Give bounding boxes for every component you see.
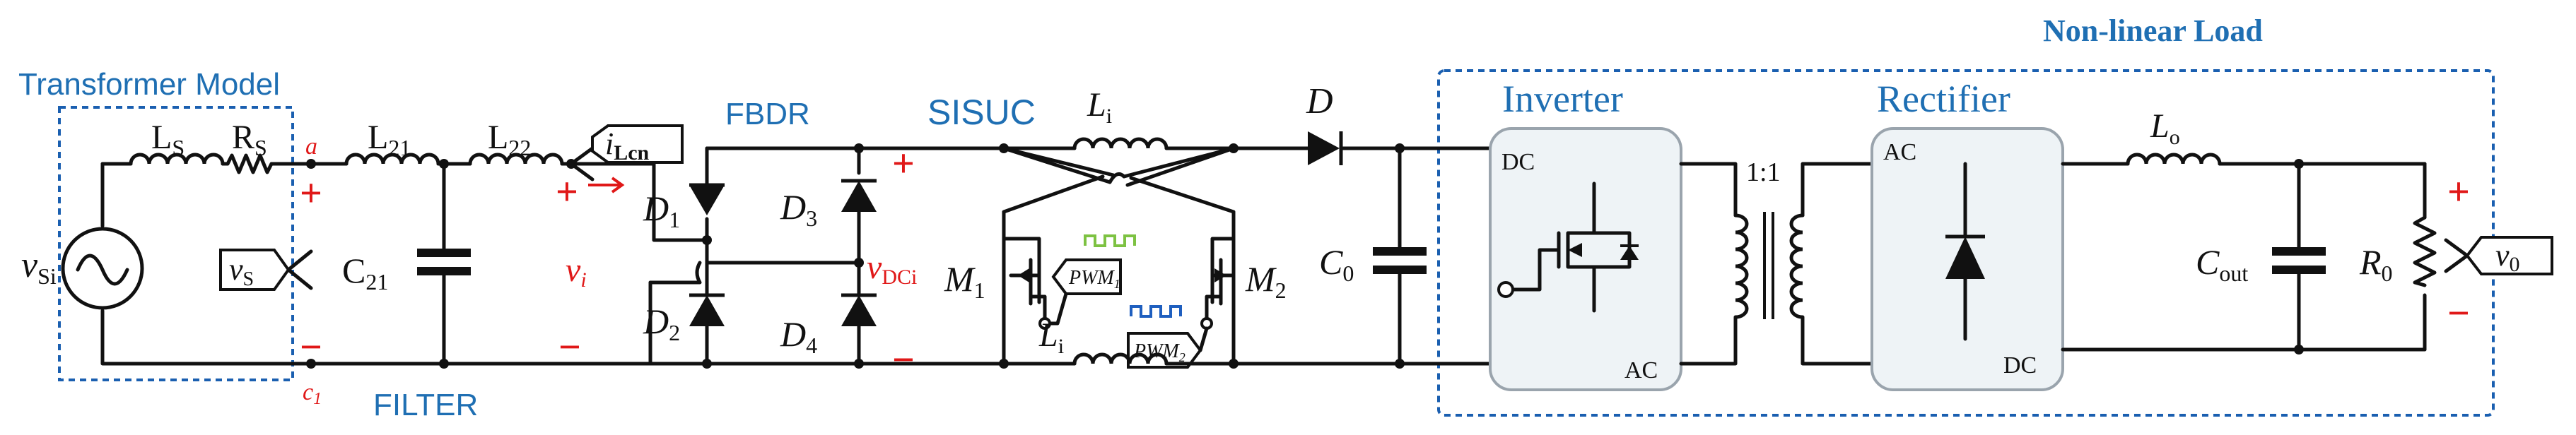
svg-text:v0: v0 (2495, 238, 2520, 276)
label-li-top: Li (1087, 86, 1112, 128)
resistor-rs (226, 153, 274, 174)
svg-text:PWM1: PWM1 (1068, 267, 1120, 291)
label-d2: D2 (643, 302, 680, 345)
minus-vdci: − (892, 338, 915, 382)
inverter-switch-icon (1497, 181, 1639, 313)
probe-ilcn: iLcn (569, 124, 684, 181)
title-fbdr: FBDR (725, 97, 810, 131)
diode-d3 (841, 181, 877, 212)
minus-vs: − (300, 326, 322, 369)
title-transformer-model: Transformer Model (18, 67, 280, 102)
title-sisuc: SISUC (927, 93, 1036, 132)
inverter-box (1489, 127, 1682, 391)
label-vsi: vSi (21, 245, 57, 289)
rectifier-ac-label: AC (1883, 139, 1916, 165)
capacitor-c21 (417, 249, 471, 257)
plus-vi: + (556, 170, 578, 214)
label-l21: L21 (368, 119, 411, 160)
label-m2: M2 (1245, 259, 1287, 303)
label-vdci: vDCi (867, 249, 917, 289)
minus-v0: − (2447, 292, 2470, 335)
inverter-dc-label: DC (1501, 149, 1535, 175)
label-rs: RS (232, 119, 267, 160)
pwm1-tag: PWM1 (1051, 234, 1136, 295)
title-rectifier: Rectifier (1877, 78, 2010, 120)
inductor-ls (129, 153, 225, 166)
label-ls: LS (151, 119, 185, 160)
minus-vi: − (558, 326, 581, 369)
title-inverter: Inverter (1502, 78, 1623, 120)
label-c0: C0 (1319, 242, 1354, 286)
label-d1: D1 (643, 189, 680, 232)
svg-text:vS: vS (229, 252, 254, 290)
label-r0: R0 (2359, 242, 2393, 286)
label-li-bottom: Li (1038, 316, 1064, 358)
diode-d1 (689, 185, 725, 215)
label-vi: vi (566, 251, 587, 292)
probe-v0: v0 (2444, 236, 2553, 276)
label-m1: M1 (944, 259, 985, 303)
rectifier-dc-label: DC (2003, 352, 2037, 379)
label-d4: D4 (780, 314, 817, 358)
svg-text:iLcn: iLcn (605, 126, 650, 165)
transformer-1to1 (1733, 212, 1805, 319)
inductor-l22 (468, 153, 564, 166)
diode-d2 (689, 295, 725, 326)
capacitor-c0 (1373, 247, 1427, 256)
transformer-ratio-label: 1:1 (1746, 157, 1781, 187)
svg-text:PWM2: PWM2 (1133, 340, 1185, 364)
non-linear-load-region (1437, 69, 2495, 417)
capacitor-cout (2272, 247, 2326, 256)
label-lo: Lo (2150, 107, 2180, 149)
inductor-li-top (1072, 137, 1169, 150)
diode-d4 (841, 295, 877, 326)
transformer-model-region (58, 106, 294, 381)
rectifier-diode-icon (1945, 162, 1985, 341)
plus-v0: + (2447, 170, 2470, 214)
plus-vs: + (300, 172, 322, 215)
label-cout: Cout (2196, 242, 2248, 286)
label-c21: C21 (342, 251, 388, 294)
inverter-ac-label: AC (1624, 357, 1658, 383)
node-a: a (305, 133, 317, 160)
probe-vs: vS (219, 249, 313, 291)
resistor-r0 (2413, 215, 2437, 287)
inductor-li-bottom (1072, 352, 1169, 366)
diode-d-out (1308, 131, 1340, 165)
inductor-l21 (344, 153, 440, 166)
label-d-out: D (1306, 81, 1333, 121)
title-filter: FILTER (373, 388, 478, 422)
inductor-lo (2126, 153, 2222, 166)
label-d3: D3 (780, 187, 817, 231)
current-arrow (588, 177, 625, 193)
label-l22: L22 (488, 119, 531, 160)
title-non-linear-load: Non-linear Load (2043, 13, 2263, 48)
node-c1: c1 (303, 379, 322, 408)
